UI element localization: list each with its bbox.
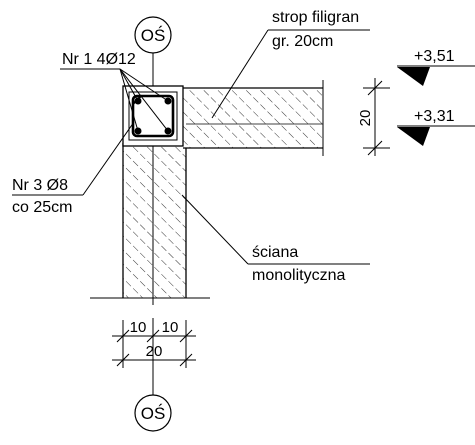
- slab-section: [183, 80, 324, 156]
- wall-section: [122, 143, 187, 298]
- stirrup-label-1: Nr 3 Ø8: [12, 177, 68, 194]
- axis-marker-top: OŚ: [134, 16, 172, 54]
- stirrup-label-2: co 25cm: [12, 199, 72, 216]
- dimension-wall-right: 10: [162, 319, 179, 336]
- dimension-slab-thickness-value: 20: [357, 110, 374, 127]
- stirrup-shape: [131, 94, 175, 138]
- level-marker-bottom: +3,31: [397, 108, 475, 146]
- rebar-cage: [122, 85, 184, 147]
- leader-slab: [211, 29, 370, 119]
- axis-label-bottom: OŚ: [141, 404, 166, 423]
- wall-label-2: monolityczna: [252, 267, 345, 284]
- rebar-main-label: Nr 1 4Ø12: [62, 51, 136, 68]
- leader-wall: [181, 194, 370, 265]
- level-top-value: +3,51: [414, 48, 455, 65]
- dimension-wall-left: 10: [130, 319, 147, 336]
- dimension-wall-thickness: [112, 318, 196, 368]
- dimension-slab-thickness: [363, 78, 390, 156]
- slab-label-1: strop filigran: [272, 9, 359, 26]
- slab-label-2: gr. 20cm: [272, 33, 333, 50]
- leader-rebar-main: [60, 68, 169, 132]
- axis-marker-bottom: OŚ: [134, 394, 172, 432]
- leader-stirrup: [12, 121, 135, 196]
- level-marker-top: +3,51: [397, 48, 475, 86]
- level-bottom-value: +3,31: [414, 108, 455, 125]
- wall-label-1: ściana: [252, 244, 298, 261]
- axis-label-top: OŚ: [141, 26, 166, 45]
- dimension-wall-total: 20: [146, 343, 163, 360]
